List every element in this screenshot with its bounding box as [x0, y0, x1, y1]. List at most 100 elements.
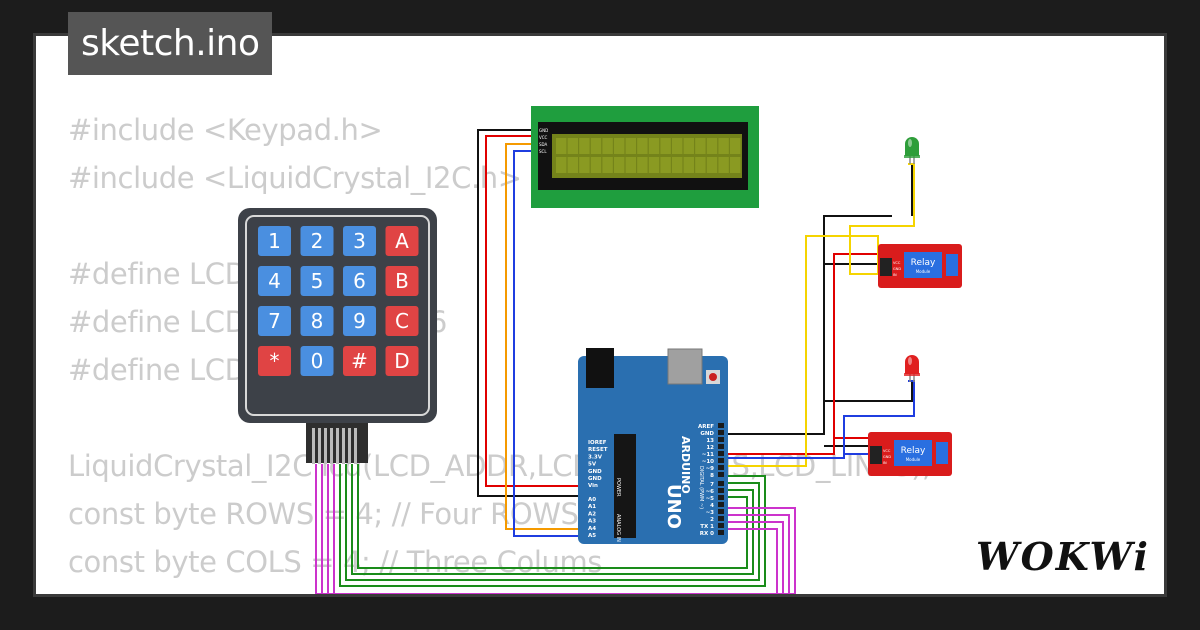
header-socket	[718, 495, 724, 500]
uno-digital-pin: 12	[706, 445, 714, 451]
keypad-key[interactable]: C	[385, 306, 419, 336]
arduino-model: UNO	[663, 484, 684, 529]
keypad-key[interactable]: *	[258, 346, 291, 376]
lcd-cell	[614, 138, 625, 154]
keypad-pin	[336, 428, 339, 464]
uno-digital-pin: AREF	[698, 424, 714, 430]
keypad-key[interactable]: 3	[343, 226, 376, 256]
wire-led2-cathode	[824, 381, 913, 402]
relay-pin-label: VCC	[893, 261, 901, 265]
lcd-cell	[683, 138, 694, 154]
keypad-key-label: 2	[311, 229, 324, 253]
keypad-key-label: 9	[353, 309, 366, 333]
wire-vcc-relay1	[724, 253, 878, 455]
file-name-tab[interactable]: sketch.ino	[68, 12, 273, 75]
uno-analog-pin: A3	[588, 519, 596, 525]
keypad-key[interactable]: 6	[343, 266, 376, 296]
keypad-key[interactable]: 5	[300, 266, 334, 296]
header-socket	[718, 488, 724, 493]
uno-power-pin: IOREF	[588, 440, 607, 446]
lcd-cell	[556, 157, 567, 173]
keypad-key-label: C	[395, 309, 409, 333]
code-line: #include <LiquidCrystal_I2C.h>	[68, 161, 522, 195]
relay-coil	[894, 440, 932, 466]
keypad-key-label: 6	[353, 269, 366, 293]
keypad-pin	[348, 428, 351, 464]
relay-header	[880, 258, 892, 276]
atmega-chip	[614, 434, 636, 538]
lcd-cell	[614, 157, 625, 173]
header-socket	[718, 530, 724, 535]
uno-analog-pin: A5	[588, 533, 596, 539]
keypad-key[interactable]: D	[385, 346, 419, 376]
relay-sublabel: Module	[916, 269, 931, 274]
wire-keypad-c3	[351, 464, 754, 575]
lcd-cell	[625, 138, 636, 154]
lcd-cell	[672, 157, 683, 173]
code-line: const byte ROWS = 4; // Four ROWS	[68, 497, 579, 531]
keypad-key[interactable]: 7	[258, 306, 291, 336]
wire-keypad-c2	[345, 464, 760, 581]
reset-button[interactable]	[709, 373, 717, 381]
keypad-key-label: B	[395, 269, 409, 293]
usb-port	[667, 348, 703, 385]
lcd-pin-label: SCL	[539, 149, 547, 154]
lcd-pin-label: VCC	[539, 135, 548, 140]
keypad-key[interactable]: #	[343, 346, 376, 376]
keypad-key[interactable]: 8	[300, 306, 334, 336]
header-socket	[718, 458, 724, 463]
lcd-cell	[567, 157, 578, 173]
relay-sublabel: Module	[906, 457, 921, 462]
keypad-key-label: 3	[353, 229, 366, 253]
wokwi-logo: WOKWi	[976, 534, 1148, 579]
relay-pin-label: GND	[883, 455, 891, 459]
keypad-key[interactable]: 4	[258, 266, 291, 296]
keypad-key[interactable]: 1	[258, 226, 291, 256]
label-analog: ANALOG IN	[615, 514, 621, 542]
wire-keypad-r1	[315, 464, 796, 594]
uno-digital-pin: ~3	[706, 510, 715, 516]
uno-digital-pin: ~10	[702, 459, 714, 465]
keypad-pin	[318, 428, 321, 464]
uno-digital-pin: RX 0	[700, 531, 714, 537]
keypad-key[interactable]: 0	[300, 346, 334, 376]
lcd-cell	[625, 157, 636, 173]
relay-label: Relay	[911, 258, 936, 268]
keypad-key[interactable]: B	[385, 266, 419, 296]
wire-relay2-in	[716, 453, 868, 459]
keypad-key-label: 8	[311, 309, 324, 333]
header-socket	[718, 516, 724, 521]
arduino-uno: ARDUINO UNO POWER ANALOG IN DIGITAL (PWM…	[578, 348, 728, 544]
relay-pin-label: IN	[883, 461, 887, 465]
header-socket	[718, 509, 724, 514]
wire-gnd-bus	[724, 215, 892, 435]
uno-analog-pin: A4	[588, 526, 596, 532]
wire-led2-anode	[843, 380, 915, 454]
keypad-key[interactable]: A	[385, 226, 419, 256]
header-socket	[718, 502, 724, 507]
keypad-key[interactable]: 9	[343, 306, 376, 336]
lcd-cell	[718, 157, 729, 173]
keypad-pin	[354, 428, 357, 464]
wires	[315, 129, 915, 594]
label-power: POWER	[615, 478, 621, 497]
relay-coil	[904, 252, 942, 278]
uno-power-pin: 5V	[588, 462, 597, 468]
lcd-cell	[637, 138, 648, 154]
lcd-cell	[590, 157, 602, 173]
header-socket	[718, 444, 724, 449]
lcd-cell	[718, 138, 729, 154]
wire-keypad-r4	[333, 464, 778, 594]
keypad-key-label: #	[351, 349, 368, 373]
uno-power-pin: Vin	[588, 483, 598, 489]
keypad-key-label: A	[395, 229, 409, 253]
uno-digital-pin: TX 1	[700, 524, 714, 530]
lcd-cell	[730, 157, 741, 173]
keypad-key-label: 5	[311, 269, 324, 293]
keypad-key[interactable]: 2	[300, 226, 334, 256]
uno-digital-pin: 7	[710, 482, 714, 488]
wire-keypad-r2	[321, 464, 790, 594]
